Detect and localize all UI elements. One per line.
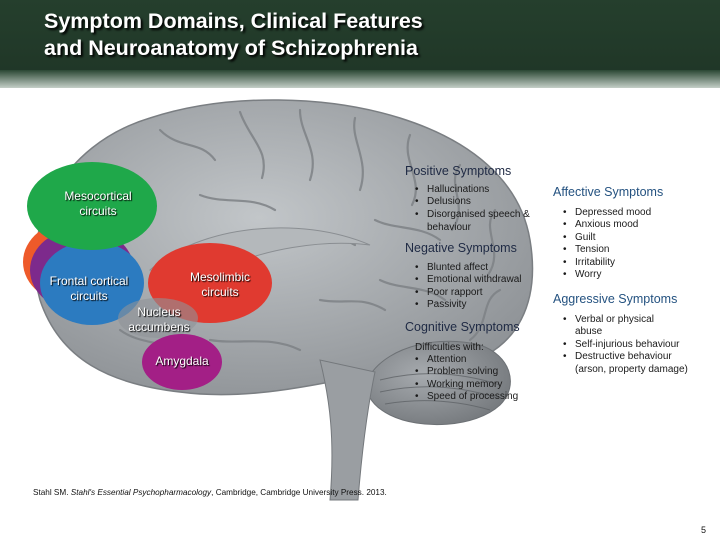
positive-symptoms-list: Hallucinations Delusions Disorganised sp…: [414, 184, 550, 222]
nucleus-accumbens-label-line-2: accumbens: [128, 320, 190, 334]
list-item: Speed of processing: [414, 391, 549, 404]
aggressive-symptoms-heading: Aggressive Symptoms: [553, 292, 678, 306]
blue-region: [40, 241, 144, 325]
amygdala-label: Amygdala: [155, 354, 209, 368]
slide-title: Symptom Domains, Clinical Features and N…: [44, 8, 423, 62]
brainstem-shape: [319, 359, 376, 501]
list-item: Destructive behaviour (arson, property d…: [562, 351, 700, 376]
aggressive-symptoms-list: Verbal or physical abuse Self-injurious …: [562, 314, 690, 376]
cognitive-symptoms-intro: Difficulties with:: [415, 342, 484, 353]
list-item: Working memory: [414, 379, 549, 392]
amygdala-region: [142, 334, 222, 390]
mesocortical-label-line-2: circuits: [79, 204, 117, 218]
list-item: Delusions: [414, 196, 550, 209]
mesolimbic-label: Mesolimbic circuits: [175, 270, 265, 300]
positive-symptoms-heading: Positive Symptoms: [405, 164, 512, 178]
list-item: Poor rapport: [414, 287, 544, 300]
cognitive-symptoms-heading: Cognitive Symptoms: [405, 320, 520, 334]
affective-symptoms-heading: Affective Symptoms: [553, 185, 664, 199]
list-item: Hallucinations: [414, 184, 550, 197]
list-item: Blunted affect: [414, 262, 544, 275]
slide-title-line-2: and Neuroanatomy of Schizophrenia: [44, 36, 418, 60]
negative-symptoms-list: Blunted affect Emotional withdrawal Poor…: [414, 262, 544, 312]
source-citation: Stahl SM. Stahl's Essential Psychopharma…: [33, 488, 387, 497]
title-banner-fade: [0, 70, 720, 88]
frontal-cortical-label: Frontal cortical circuits: [33, 274, 145, 304]
list-item: Disorganised speech &: [414, 209, 550, 222]
mesolimbic-label-line-1: Mesolimbic: [189, 270, 250, 284]
slide-title-line-1: Symptom Domains, Clinical Features: [44, 9, 423, 33]
nucleus-accumbens-label-line-1: Nucleus: [137, 305, 181, 319]
citation-author: Stahl SM.: [33, 488, 71, 497]
positive-symptoms-continuation: behaviour: [427, 222, 471, 233]
mesocortical-region: [27, 162, 157, 250]
list-item: Passivity: [414, 299, 544, 312]
list-item: Self-injurious behaviour: [562, 339, 680, 352]
list-item: Attention: [414, 354, 549, 367]
cognitive-symptoms-list: Attention Problem solving Working memory…: [414, 354, 549, 404]
title-banner: Symptom Domains, Clinical Features and N…: [0, 0, 720, 88]
mesocortical-label-line-1: Mesocortical: [64, 189, 132, 203]
citation-publisher: , Cambridge, Cambridge University Press.…: [211, 488, 387, 497]
list-item: Irritability: [562, 257, 692, 270]
nucleus-accumbens-label: Nucleus accumbens: [112, 305, 206, 335]
list-item: Verbal or physical abuse: [562, 314, 680, 339]
affective-symptoms-list: Depressed mood Anxious mood Guilt Tensio…: [562, 207, 692, 282]
list-item: Problem solving: [414, 366, 549, 379]
negative-symptoms-heading: Negative Symptoms: [405, 241, 517, 255]
list-item: Emotional withdrawal: [414, 274, 544, 287]
citation-book-title: Stahl's Essential Psychopharmacology: [70, 488, 212, 497]
page-number: 5: [700, 525, 706, 535]
mesocortical-label: Mesocortical circuits: [52, 189, 144, 219]
list-item: Tension: [562, 244, 692, 257]
list-item: Anxious mood: [562, 219, 692, 232]
nucleus-accumbens-region: [118, 298, 198, 338]
frontal-cortical-label-line-1: Frontal cortical: [49, 274, 129, 288]
list-item: Depressed mood: [562, 207, 692, 220]
mesolimbic-label-line-2: circuits: [201, 285, 239, 299]
frontal-cortical-label-line-2: circuits: [70, 289, 108, 303]
list-item: Worry: [562, 269, 692, 282]
list-item: Guilt: [562, 232, 692, 245]
